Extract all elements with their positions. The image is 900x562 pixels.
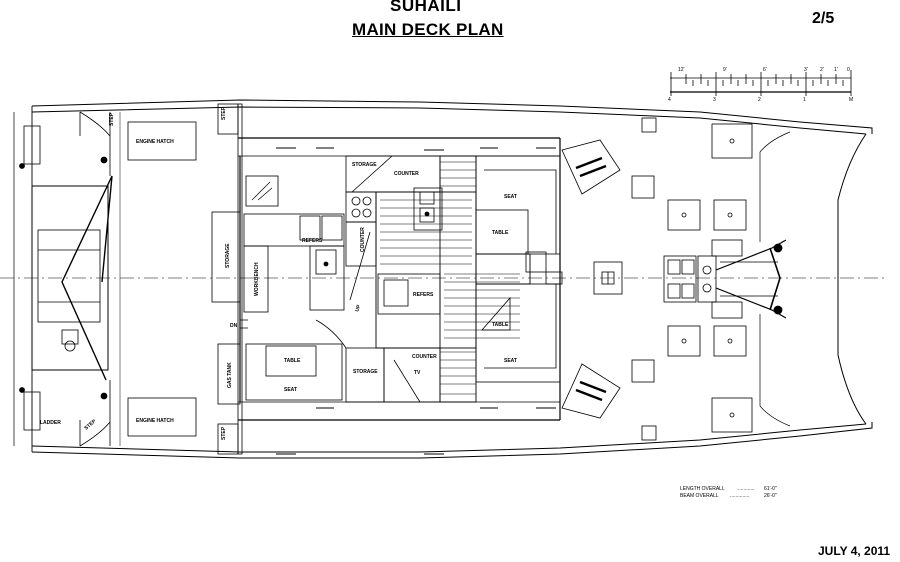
aft-cockpit — [19, 111, 113, 447]
label-engine-hatch-top: ENGINE HATCH — [136, 139, 174, 145]
sheet-number: 2/5 — [812, 10, 835, 27]
label-storage-bottom: STORAGE — [353, 369, 378, 375]
label-gas-tank: GAS TANK — [227, 362, 233, 388]
hull-outline — [13, 99, 873, 459]
label-counter-bottom: COUNTER — [412, 354, 437, 360]
label-seat-left: SEAT — [284, 387, 297, 393]
label-engine-hatch-bottom: ENGINE HATCH — [136, 418, 174, 424]
drawing-subtitle: MAIN DECK PLAN — [352, 20, 504, 39]
label-counter-top: COUNTER — [394, 171, 419, 177]
label-refers-left: REFERS — [302, 238, 323, 244]
scale-ft-12: 12' — [678, 67, 685, 73]
galley-salon — [345, 155, 443, 403]
scale-m-2: 2 — [758, 97, 761, 103]
label-tv: TV — [414, 370, 421, 376]
label-storage-top: STORAGE — [352, 162, 377, 168]
scale-ft-3: 3' — [804, 67, 808, 73]
scale-bar — [670, 70, 852, 96]
scale-ft-1: 1' — [834, 67, 838, 73]
label-ladder: LADDER — [40, 420, 61, 426]
label-dn: DN — [230, 323, 238, 329]
label-seat-top: SEAT — [504, 194, 517, 200]
label-table-small: TABLE — [492, 322, 509, 328]
scale-m-1: 1 — [803, 97, 806, 103]
foredeck — [561, 117, 753, 441]
engine-hatch-top — [127, 121, 197, 161]
scale-m-unit: M — [849, 97, 853, 103]
spec-length-value: 61'-0" — [764, 486, 777, 492]
cabin-walls — [238, 137, 561, 421]
spec-beam-label: BEAM OVERALL — [680, 493, 719, 499]
scale-m-4: 4 — [668, 97, 671, 103]
spec-beam-dots: .............. — [730, 493, 749, 499]
salon-floor — [375, 155, 531, 403]
spec-length-dots: ............ — [738, 486, 755, 492]
label-step-top-right: STEP — [221, 106, 227, 120]
label-counter-mid: COUNTER — [360, 227, 366, 252]
scale-labels: 12' 9' 6' 3' 2' 1' 0 4 3 2 1 M — [668, 67, 853, 103]
deck-fittings — [276, 147, 556, 455]
forward-seating — [475, 155, 563, 383]
label-table-left: TABLE — [284, 358, 301, 364]
label-workbench: WORKBENCH — [254, 262, 260, 296]
bow-windlass — [663, 239, 787, 319]
scale-ft-0: 0 — [847, 67, 850, 73]
scale-ft-2: 2' — [820, 67, 824, 73]
label-table-main: TABLE — [492, 230, 509, 236]
label-step-bottom-left: STEP — [83, 418, 97, 431]
drawing-date: JULY 4, 2011 — [818, 544, 891, 558]
label-step-bottom-right: STEP — [221, 426, 227, 440]
label-seat-bottom: SEAT — [504, 358, 517, 364]
scale-ft-6: 6' — [763, 67, 767, 73]
scale-m-3: 3 — [713, 97, 716, 103]
label-up: UP — [354, 303, 362, 312]
scale-ft-9: 9' — [723, 67, 727, 73]
room-labels: ENGINE HATCH ENGINE HATCH STEP STEP STEP… — [40, 106, 517, 440]
engine-hatch-bottom — [127, 397, 197, 437]
aft-cabin-rooms — [211, 175, 347, 405]
label-step-top-left: STEP — [109, 112, 115, 126]
spec-length-label: LENGTH OVERALL — [680, 486, 725, 492]
label-refers-mid: REFERS — [413, 292, 434, 298]
label-storage-left: STORAGE — [225, 243, 231, 268]
specs-block: LENGTH OVERALL ............ 61'-0" BEAM … — [680, 486, 777, 499]
spec-beam-value: 26'-0" — [764, 493, 777, 499]
drawing-title: SUHAILI — [390, 0, 462, 15]
